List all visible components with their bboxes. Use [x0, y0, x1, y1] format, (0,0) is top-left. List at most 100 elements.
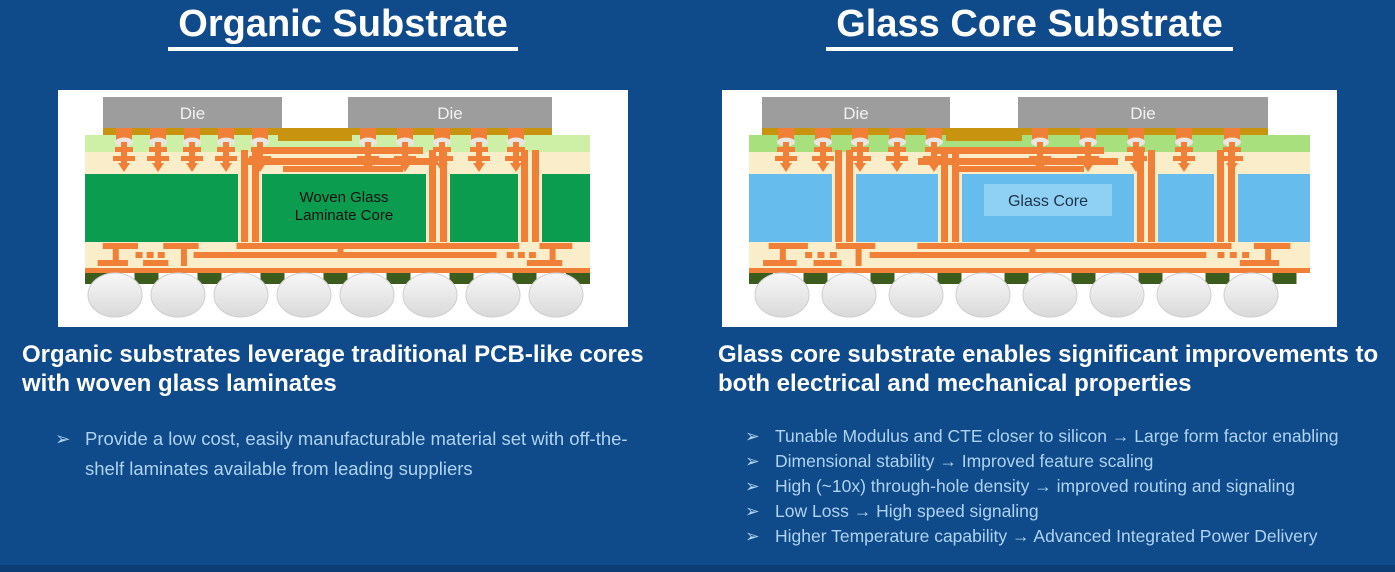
via-stem [155, 142, 161, 166]
bga-pad [449, 273, 474, 284]
solder-ball [213, 272, 269, 318]
via-land [396, 147, 414, 152]
trace [768, 243, 808, 249]
through-via [846, 150, 853, 242]
via-tip [1226, 163, 1238, 172]
via-tip [1082, 163, 1094, 172]
via-land [923, 156, 945, 161]
via-land [851, 147, 869, 152]
via-stem [121, 142, 127, 166]
trace [526, 260, 563, 266]
solder-ball [528, 272, 584, 318]
via-land [149, 147, 167, 152]
via-tip [1178, 163, 1190, 172]
via-land [1221, 156, 1243, 161]
bottom-metal-layer [749, 268, 1310, 273]
via-stem [476, 142, 482, 166]
core-block [450, 174, 518, 242]
micro-bump [815, 128, 831, 140]
trace-dot [135, 252, 143, 258]
solder-ball [754, 272, 810, 318]
die-label: Die [1130, 104, 1156, 123]
right-subtitle: Glass core substrate enables significant… [718, 341, 1379, 397]
right-bullet-list: Tunable Modulus and CTE closer to silico… [745, 424, 1393, 549]
trace-dot [1217, 252, 1225, 258]
via-stem [1181, 142, 1187, 166]
micro-bump [184, 128, 200, 140]
via-land [115, 147, 133, 152]
bridge-trace [918, 158, 1118, 165]
core-block [856, 174, 938, 242]
bga-pad [1138, 273, 1163, 284]
solder-ball [821, 272, 877, 318]
via-land [1173, 156, 1195, 161]
micro-bump [1176, 128, 1192, 140]
trace-stem [337, 243, 344, 255]
trace-dot [157, 252, 165, 258]
bridge-gold-bar [946, 128, 1022, 141]
core-label: Woven Glass [300, 189, 389, 206]
micro-bump [1128, 128, 1144, 140]
via-land [1127, 147, 1145, 152]
through-via [440, 150, 447, 242]
solder-ball [465, 272, 521, 318]
via-tip [152, 163, 164, 172]
trace-stem [112, 243, 119, 266]
die-block [103, 97, 282, 128]
via-tip [780, 163, 792, 172]
micro-bump [116, 128, 132, 140]
through-via [1217, 150, 1224, 242]
via-tip [473, 163, 485, 172]
trace [1253, 243, 1291, 249]
core-block [542, 174, 590, 242]
solder-ball [955, 272, 1011, 318]
left-title: Organic Substrate [58, 3, 628, 51]
via-stem [402, 142, 408, 166]
bullet-item: Tunable Modulus and CTE closer to silico… [745, 424, 1393, 449]
trace [143, 260, 169, 266]
solder-ball [888, 272, 944, 318]
through-via [521, 150, 528, 242]
through-via [1228, 150, 1235, 242]
via-stem [1037, 142, 1043, 166]
bga-pad [386, 273, 411, 284]
through-via [252, 150, 259, 242]
bullet-item: High (~10x) through-hole density → impro… [745, 474, 1393, 499]
through-via [941, 150, 948, 242]
micro-bump [218, 128, 234, 140]
via-land [507, 147, 525, 152]
via-stem [513, 142, 519, 166]
through-via [241, 150, 248, 242]
bga-pad [870, 273, 895, 284]
trace-stem [855, 243, 862, 266]
trace-dot [146, 252, 154, 258]
solder-ball [1156, 272, 1212, 318]
bga-pad [1272, 273, 1297, 284]
right-title: Glass Core Substrate [722, 3, 1337, 51]
bga-pad [1071, 273, 1096, 284]
via-stem [439, 142, 445, 166]
via-land [431, 156, 453, 161]
via-stem [783, 142, 789, 166]
solder-ball [1089, 272, 1145, 318]
solder-ball [1022, 272, 1078, 318]
micro-bump [1032, 128, 1048, 140]
through-via [952, 150, 959, 242]
through-via [532, 150, 539, 242]
bga-pad [197, 273, 222, 284]
die-label: Die [180, 104, 206, 123]
via-tip [362, 163, 374, 172]
micro-bump [889, 128, 905, 140]
via-land [925, 147, 943, 152]
via-tip [186, 163, 198, 172]
solder-ball [402, 272, 458, 318]
via-land [215, 156, 237, 161]
micro-bump [852, 128, 868, 140]
solder-ball [276, 272, 332, 318]
via-land [113, 156, 135, 161]
via-land [251, 147, 269, 152]
die-block [762, 97, 950, 128]
via-stem [257, 142, 263, 166]
